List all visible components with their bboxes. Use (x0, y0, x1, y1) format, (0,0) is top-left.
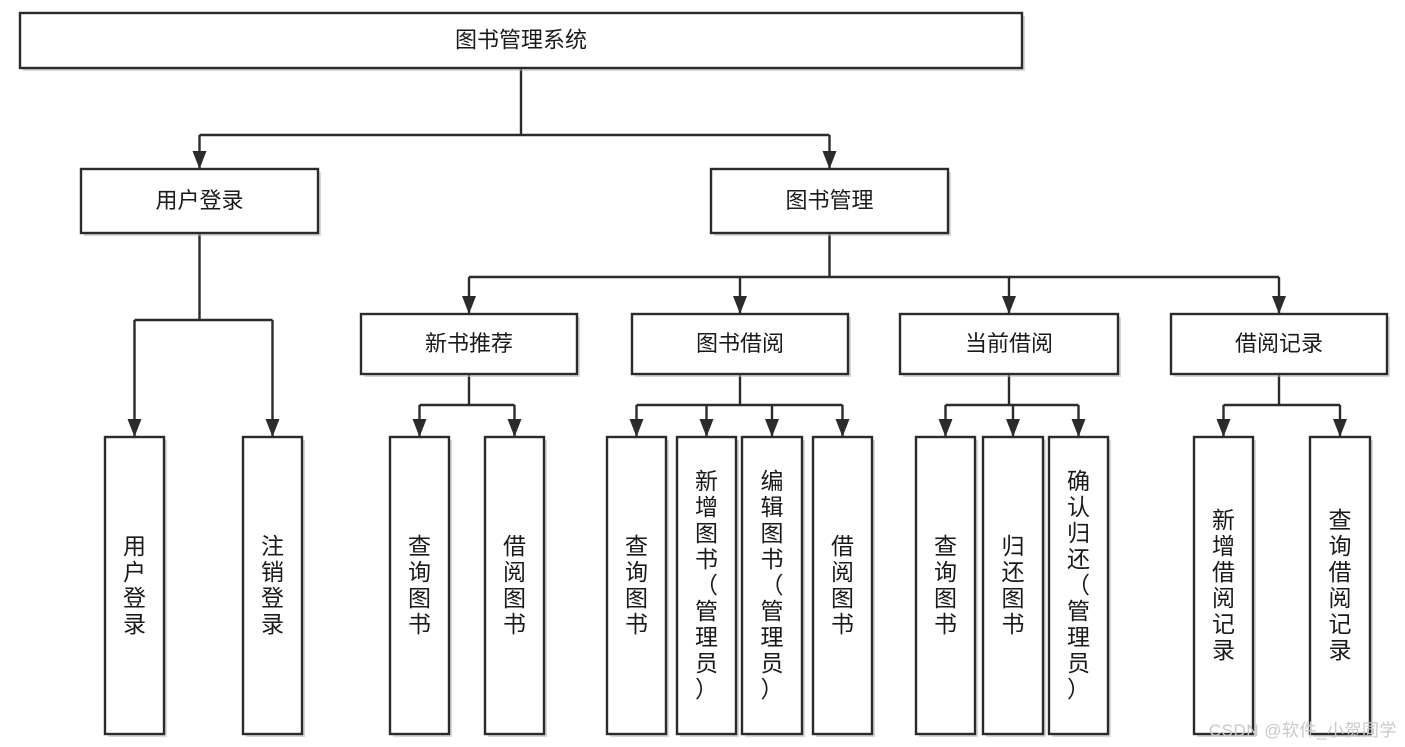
node-box (483, 435, 546, 736)
node-box (740, 435, 804, 736)
arrow-head-icon (1071, 419, 1086, 437)
node-box (1308, 435, 1372, 736)
node-box (388, 435, 451, 736)
arrow-head-icon (699, 419, 714, 437)
node-label: 归还图书 (1002, 533, 1025, 637)
node-leaf-confirm-return[interactable]: 确认归还（管理员） (1047, 435, 1111, 737)
node-label: 图书管理 (785, 188, 873, 213)
node-box (241, 435, 304, 736)
arrow-head-icon (192, 151, 207, 169)
arrow-head-icon (1272, 296, 1286, 314)
node-box (709, 167, 950, 235)
node-leaf-edit-book[interactable]: 编辑图书（管理员） (740, 435, 805, 737)
arrow-head-icon (265, 419, 280, 437)
node-leaf-query-book-2[interactable]: 查询图书 (605, 435, 669, 737)
node-label: 查询图书 (408, 533, 431, 637)
csdn-watermark: CSDN @软件_小贺同学 (1208, 721, 1397, 740)
arrow-head-icon (1216, 419, 1231, 437)
nodes-layer: 图书管理系统用户登录图书管理新书推荐图书借阅当前借阅借阅记录用户登录注销登录查询… (18, 11, 1390, 737)
connectors-layer (127, 68, 1347, 437)
node-label: 注销登录 (261, 533, 284, 637)
node-box (898, 312, 1120, 376)
node-leaf-borrow-book-2[interactable]: 借阅图书 (811, 435, 875, 737)
node-leaf-borrow-book-1[interactable]: 借阅图书 (483, 435, 547, 737)
arrow-head-icon (127, 419, 142, 437)
node-label: 查询图书 (625, 533, 648, 637)
node-leaf-query-record[interactable]: 查询借阅记录 (1308, 435, 1373, 737)
node-label: 图书管理系统 (455, 27, 587, 52)
node-box (1192, 435, 1255, 736)
arrow-head-icon (1333, 419, 1347, 437)
node-leaf-query-book-1[interactable]: 查询图书 (388, 435, 452, 737)
node-box (811, 435, 874, 736)
node-label: 用户登录 (155, 188, 243, 213)
node-box (359, 312, 579, 376)
node-label: 查询借阅记录 (1329, 507, 1352, 663)
node-label: 新增图书（管理员） (695, 468, 718, 702)
arrow-head-icon (1002, 296, 1016, 314)
node-box (103, 435, 166, 736)
arrow-head-icon (765, 419, 779, 437)
arrow-head-icon (462, 296, 476, 314)
node-box (1169, 312, 1389, 376)
node-box (18, 11, 1024, 70)
node-label: 新书推荐 (425, 331, 513, 356)
arrow-head-icon (835, 419, 850, 437)
node-book-borrow[interactable]: 图书借阅 (630, 312, 851, 377)
node-label: 查询图书 (934, 533, 957, 637)
node-label: 借阅图书 (831, 533, 854, 637)
node-label: 确认归还（管理员） (1067, 468, 1090, 702)
node-box (981, 435, 1045, 736)
node-leaf-add-book[interactable]: 新增图书（管理员） (675, 435, 739, 737)
node-new-book-recommend[interactable]: 新书推荐 (359, 312, 580, 377)
node-box (79, 167, 320, 235)
node-label: 借阅图书 (503, 533, 526, 637)
node-box (630, 312, 850, 376)
node-user-login[interactable]: 用户登录 (79, 167, 321, 236)
arrow-head-icon (412, 419, 427, 437)
node-leaf-return-book[interactable]: 归还图书 (981, 435, 1046, 737)
node-book-manage[interactable]: 图书管理 (709, 167, 951, 236)
node-leaf-add-record[interactable]: 新增借阅记录 (1192, 435, 1256, 737)
node-label: 借阅记录 (1235, 331, 1323, 356)
node-label: 编辑图书（管理员） (761, 468, 784, 702)
arrow-head-icon (629, 419, 644, 437)
node-root-system[interactable]: 图书管理系统 (18, 11, 1025, 71)
node-label: 用户登录 (123, 533, 146, 637)
node-leaf-query-book-3[interactable]: 查询图书 (914, 435, 978, 737)
node-box (1047, 435, 1110, 736)
arrow-head-icon (733, 296, 747, 314)
node-box (605, 435, 668, 736)
arrow-head-icon (1006, 419, 1020, 437)
arrow-head-icon (822, 151, 837, 169)
arrow-head-icon (938, 419, 953, 437)
node-box (914, 435, 977, 736)
node-leaf-logout[interactable]: 注销登录 (241, 435, 305, 737)
node-label: 当前借阅 (965, 331, 1053, 356)
node-borrow-record[interactable]: 借阅记录 (1169, 312, 1390, 377)
node-leaf-user-login[interactable]: 用户登录 (103, 435, 167, 737)
node-box (675, 435, 738, 736)
node-current-borrow[interactable]: 当前借阅 (898, 312, 1121, 377)
node-label: 图书借阅 (696, 331, 784, 356)
arrow-head-icon (507, 419, 522, 437)
node-label: 新增借阅记录 (1212, 507, 1235, 663)
